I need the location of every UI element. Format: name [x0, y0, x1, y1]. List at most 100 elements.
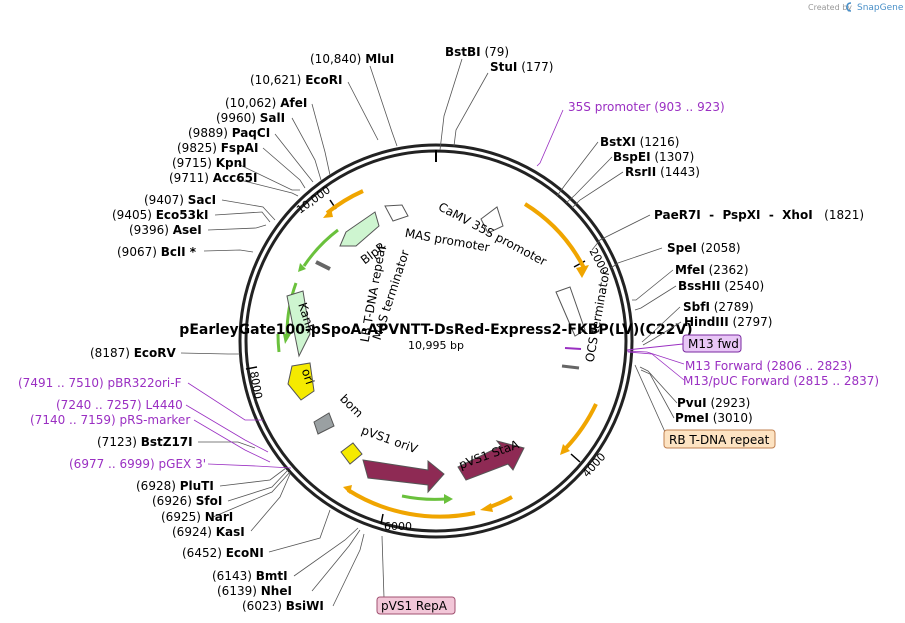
site-bcli: BclI * — [161, 245, 197, 259]
site-bspei: BspEI — [613, 150, 651, 164]
svg-text:(6926) SfoI: (6926) SfoI — [152, 494, 222, 508]
feature-mas-promoter-arrow[interactable] — [384, 204, 409, 222]
site-eco53ki: Eco53kI — [156, 208, 209, 222]
svg-text:(9960) SalI: (9960) SalI — [216, 111, 285, 125]
site-bmti: BmtI — [256, 569, 288, 583]
svg-text:BspEI (1307): BspEI (1307) — [613, 150, 694, 164]
feature-orange-top-right[interactable] — [523, 202, 586, 269]
site-pvui: PvuI — [677, 396, 707, 410]
site-kasi: KasI — [216, 525, 245, 539]
primer-pgex3: pGEX 3' — [159, 457, 206, 471]
primer-leaders — [185, 109, 685, 469]
svg-text:(6023) BsiWI: (6023) BsiWI — [242, 599, 324, 613]
primer-l4440: L4440 — [146, 398, 183, 412]
svg-text:(9825) FspAI: (9825) FspAI — [177, 141, 258, 155]
site-pmei: PmeI — [675, 411, 709, 425]
site-bstxi: BstXI — [600, 135, 636, 149]
site-nari: NarI — [205, 510, 234, 524]
svg-text:(6928) PluTI: (6928) PluTI — [136, 479, 214, 493]
feature-bom[interactable] — [313, 412, 335, 435]
svg-text:(8187) EcoRV: (8187) EcoRV — [90, 346, 177, 360]
svg-text:(9889) PaqCI: (9889) PaqCI — [188, 126, 270, 140]
svg-text:(9407) SacI: (9407) SacI — [144, 193, 216, 207]
svg-text:pVS1 RepA: pVS1 RepA — [381, 599, 448, 613]
svg-text:M13 Forward (2806 .. 2823): M13 Forward (2806 .. 2823) — [685, 359, 852, 373]
label-pvs1-oriv: pVS1 oriV — [359, 423, 420, 457]
svg-text:(7140 .. 7159) pRS-marker: (7140 .. 7159) pRS-marker — [30, 413, 190, 427]
site-kpni: KpnI — [216, 156, 247, 170]
site-labels: (10,840) MluI (10,621) EcoRI (10,062) Af… — [90, 45, 864, 613]
primer-35s: 35S promoter — [568, 100, 650, 114]
feature-blpr[interactable] — [339, 211, 380, 247]
svg-text:BssHII (2540): BssHII (2540) — [678, 279, 764, 293]
svg-text:(7240 .. 7257) L4440: (7240 .. 7257) L4440 — [56, 398, 183, 412]
feature-ocs-terminator[interactable] — [555, 286, 586, 337]
svg-text:PvuI (2923): PvuI (2923) — [677, 396, 750, 410]
site-saci: SacI — [188, 193, 216, 207]
site-ecori: EcoRI — [305, 73, 342, 87]
svg-text:(10,062) AfeI: (10,062) AfeI — [225, 96, 307, 110]
site-fspai: FspAI — [221, 141, 259, 155]
pvs1-repa-box[interactable]: pVS1 RepA — [376, 535, 456, 615]
site-bsiwi: BsiWI — [286, 599, 324, 613]
site-mlui: MluI — [365, 52, 394, 66]
primer-m13-puc-forward: M13/pUC Forward — [683, 374, 790, 388]
svg-text:M13 fwd: M13 fwd — [688, 337, 739, 351]
site-nhei: NheI — [261, 584, 292, 598]
tick-6000: 6000 — [380, 513, 412, 533]
site-paer7i-pspxi-xhoi: PaeR7I - PspXI - XhoI — [654, 208, 813, 222]
feature-ori[interactable] — [287, 362, 315, 401]
feature-green-1[interactable] — [302, 228, 339, 267]
lb-tdna-mark — [315, 260, 331, 271]
svg-text:RB T-DNA repeat: RB T-DNA repeat — [669, 433, 770, 447]
feature-orange-top-left[interactable] — [325, 189, 364, 215]
label-ocs: OCS terminator — [583, 269, 613, 363]
site-acc65i: Acc65I — [213, 171, 258, 185]
svg-text:MfeI (2362): MfeI (2362) — [675, 263, 749, 277]
svg-text:4000: 4000 — [580, 450, 608, 480]
tick-8000: 8000 — [245, 366, 265, 400]
svg-text:(6452) EcoNI: (6452) EcoNI — [182, 546, 264, 560]
feature-kanr[interactable] — [286, 290, 311, 358]
rb-tdna-repeat-box[interactable]: RB T-DNA repeat — [634, 364, 776, 449]
feature-pvs1-oriv[interactable] — [362, 459, 445, 494]
svg-text:(9396) AseI: (9396) AseI — [129, 223, 202, 237]
site-bstbi: BstBI — [445, 45, 481, 59]
svg-text:(10,621) EcoRI: (10,621) EcoRI — [250, 73, 342, 87]
feature-pvs1-staa[interactable] — [457, 440, 525, 481]
site-hindiii: HindIII — [684, 315, 729, 329]
site-mfei: MfeI — [675, 263, 705, 277]
feature-orange-right[interactable] — [564, 403, 598, 450]
svg-text:BstXI (1216): BstXI (1216) — [600, 135, 679, 149]
svg-text:BstBI (79): BstBI (79) — [445, 45, 509, 59]
svg-text:(6139) NheI: (6139) NheI — [217, 584, 292, 598]
feature-pvs1-oriv-box[interactable] — [340, 442, 363, 465]
primer-labels: 35S promoter (903 .. 923) M13 Forward (2… — [18, 100, 879, 471]
svg-text:PaeR7I - PspXI - XhoI (1: PaeR7I - PspXI - XhoI (1821) — [654, 208, 864, 222]
primer-m13-forward: M13 Forward — [685, 359, 763, 373]
feature-pvs1-repa[interactable] — [346, 488, 476, 519]
site-pluti: PluTI — [180, 479, 214, 493]
site-afei: AfeI — [280, 96, 307, 110]
svg-text:(7491 .. 7510) pBR322ori-F: (7491 .. 7510) pBR322ori-F — [18, 376, 182, 390]
svg-text:PmeI (3010): PmeI (3010) — [675, 411, 753, 425]
site-bsshii: BssHII — [678, 279, 720, 293]
feature-green-bottom[interactable] — [401, 494, 447, 501]
svg-text:(9711) Acc65I: (9711) Acc65I — [169, 171, 257, 185]
site-ecorv: EcoRV — [134, 346, 177, 360]
snapgene-logo — [846, 2, 852, 12]
svg-text:RsrII (1443): RsrII (1443) — [625, 165, 700, 179]
credit-text: Created by — [808, 3, 852, 12]
m13fwd-box[interactable]: M13 fwd — [626, 334, 742, 353]
site-rsrii: RsrII — [625, 165, 656, 179]
svg-text:SbfI (2789): SbfI (2789) — [683, 300, 754, 314]
svg-text:SpeI (2058): SpeI (2058) — [667, 241, 741, 255]
site-spei: SpeI — [667, 241, 697, 255]
label-bom: bom — [337, 392, 366, 421]
label-ori: ori — [299, 367, 317, 386]
feature-green-3[interactable] — [276, 333, 281, 353]
svg-text:(9405) Eco53kI: (9405) Eco53kI — [112, 208, 208, 222]
feature-camv-arrow[interactable] — [480, 206, 504, 234]
backbone-outer — [238, 143, 634, 539]
